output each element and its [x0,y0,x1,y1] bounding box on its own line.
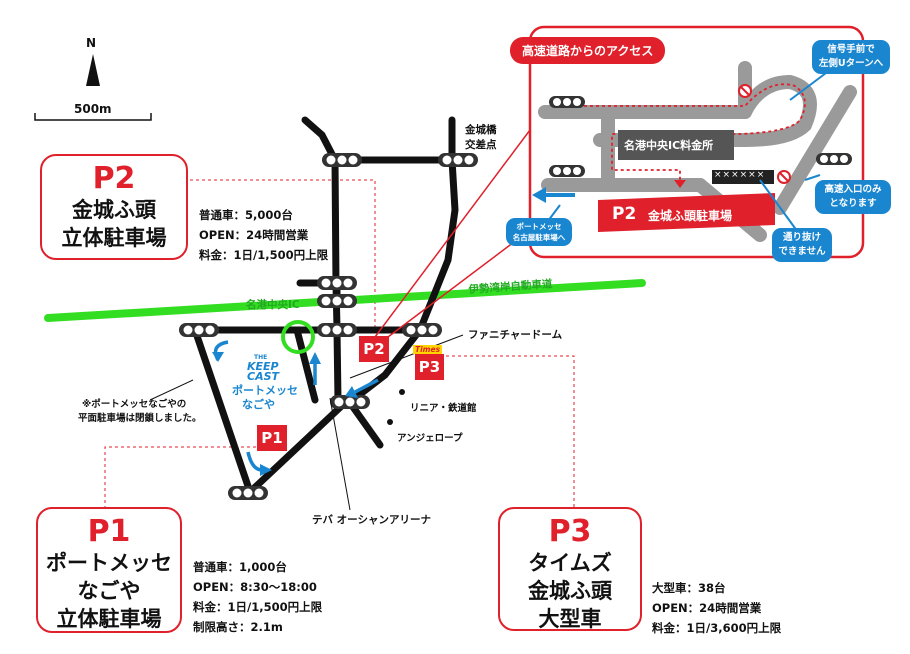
scale-bar [34,113,152,121]
gate-marks: ×××××× [714,170,766,180]
inset-p2-arrow-shape [598,193,775,232]
inset-title: 高速道路からのアクセス [510,37,666,64]
p3-box: P3 タイムズ 金城ふ頭 大型車 [498,507,642,631]
marker-p2[interactable]: P2 [359,336,389,362]
p1-info-height: 制限高さ：2.1m [193,620,283,634]
times-logo: Times [413,345,443,354]
bubble-entry-line2: となります [829,198,877,209]
p1-box: P1 ポートメッセ なごや 立体駐車場 [36,507,182,633]
p3-name-line2: 金城ふ頭 [528,579,612,603]
keepcast-label-1: KEEP [247,360,279,373]
bubble-nothrough: 通り抜け できません [772,228,832,262]
bubble-entry: 高速入口のみ となります [815,180,891,214]
p3-info: 大型車：38台 OPEN：24時間営業 料金：1日/3,600円上限 [652,578,781,638]
kinjo-bridge-label-2: 交差点 [465,139,497,151]
p1-info: 普通車：1,000台 OPEN：8:30〜18:00 料金：1日/1,500円上… [193,557,322,637]
bubble-portmesse-line2: 名古屋駐車場へ [512,233,566,242]
note-line-2: 平面駐車場は閉鎖しました。 [78,413,202,424]
gate-strip [712,170,774,184]
bubble-uturn: 信号手前で 左側Uターンへ [812,40,890,74]
tollgate-label: 名港中央IC料金所 [624,139,714,152]
note-line-1: ※ポートメッセなごやの [82,399,187,410]
p2-name-line2: 立体駐車場 [61,226,167,250]
p3-name-line1: タイムズ [528,551,612,575]
bubble-entry-line1: 高速入口のみ [824,184,882,195]
p1-name-line2: なごや [77,579,141,603]
bubble-nothrough-line2: できません [778,246,826,257]
portmesse-label-2: なごや [242,398,275,411]
bubble-portmesse: ポートメッセ 名古屋駐車場へ [506,218,572,246]
inset-p2-name: 金城ふ頭駐車場 [648,209,733,223]
p2-name-line1: 金城ふ頭 [72,198,156,222]
bubble-nothrough-line1: 通り抜け [782,232,821,243]
poi-dots [387,389,405,425]
p3-name-line3: 大型車 [538,607,602,631]
keepcast-small-label: THE [254,354,268,361]
bubble-uturn-line1: 信号手前で [827,44,875,55]
p2-info: 普通車：5,000台 OPEN：24時間営業 料金：1日/1,500円上限 [199,205,328,265]
p3-info-capacity: 大型車：38台 [652,581,726,595]
north-arrow-icon [86,54,100,86]
p2-info-capacity: 普通車：5,000台 [199,208,293,222]
tollgate-box [618,130,734,160]
scale-label: 500m [74,102,112,116]
p1-number: P1 [87,514,131,549]
route-arrow-icons [212,340,379,476]
leader-lines [104,179,575,515]
p2-number: P2 [92,161,136,196]
p2-box: P2 金城ふ頭 立体駐車場 [40,154,188,260]
p1-info-hours: OPEN：8:30〜18:00 [193,580,317,594]
inset-panel [528,25,865,259]
inset-p2-badge: P2 [612,204,637,224]
kinjo-bridge-label-1: 金城橋 [465,124,497,136]
inset-route-arrow-icon [674,180,686,188]
p2-info-price: 料金：1日/1,500円上限 [199,248,329,262]
no-entry-icon-2 [777,170,791,184]
p1-name-line3: 立体駐車場 [56,607,162,631]
arena-label: テバ オーシャンアリーナ [312,514,431,526]
bubble-portmesse-line1: ポートメッセ [516,222,562,231]
traffic-signal-icons [179,153,478,500]
bubble-uturn-line2: 左側Uターンへ [818,58,884,69]
fanichar-label: ファニチャードーム [468,329,563,341]
p1-name-line1: ポートメッセ [46,551,172,575]
pointer-lines [149,334,464,511]
no-entry-icon [738,84,752,98]
p3-info-price: 料金：1日/3,600円上限 [652,621,782,635]
p2-info-hours: OPEN：24時間営業 [199,228,309,242]
p3-number: P3 [548,514,592,549]
ic-circle [281,320,315,354]
linear-label: リニア・鉄道館 [410,403,477,414]
marker-p1[interactable]: P1 [257,425,287,451]
p1-info-capacity: 普通車：1,000台 [193,560,287,574]
angel-label: アンジェロープ [397,433,463,444]
keepcast-label-2: CAST [247,370,280,383]
p3-info-hours: OPEN：24時間営業 [652,601,762,615]
p1-info-price: 料金：1日/1,500円上限 [193,600,323,614]
north-label: N [86,36,97,50]
inset-blue-arrow-icon [532,187,546,203]
inset-connector-lines [374,129,531,338]
portmesse-label-1: ポートメッセ [232,384,298,397]
marker-p3[interactable]: P3 [415,354,444,380]
ic-label: 名港中央IC [246,299,300,311]
